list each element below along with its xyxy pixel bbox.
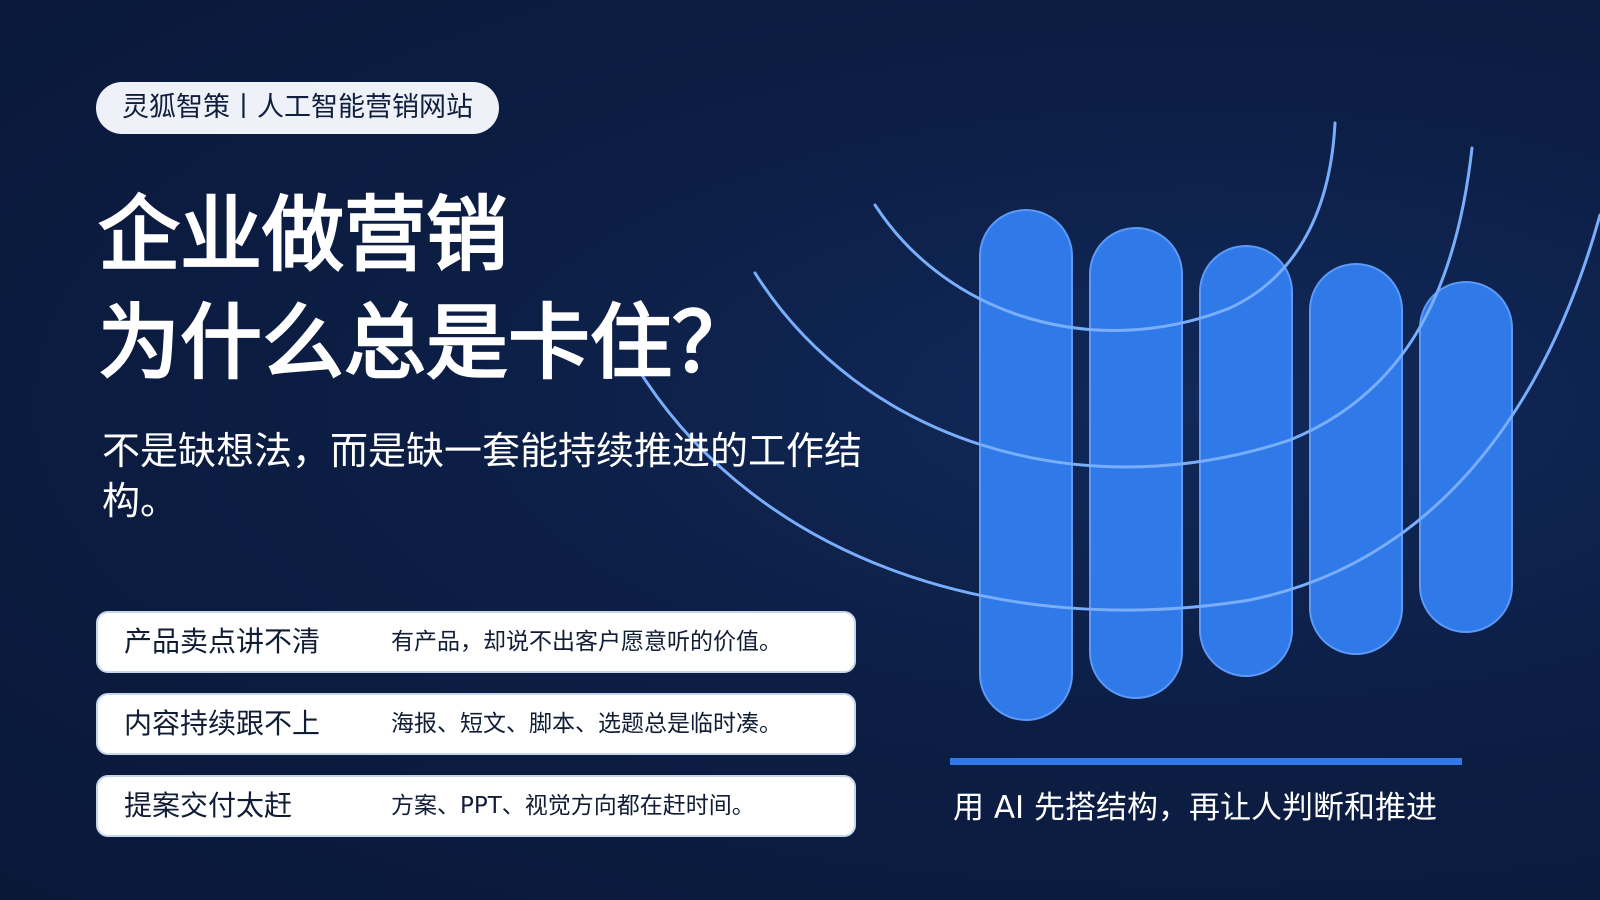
issue-card: 内容持续跟不上 海报、短文、脚本、选题总是临时凑。 (96, 693, 856, 755)
pill-bar-4 (1309, 263, 1403, 655)
issue-title: 提案交付太赶 (124, 789, 293, 822)
issue-card: 提案交付太赶 方案、PPT、视觉方向都在赶时间。 (96, 775, 856, 837)
issue-description: 有产品，却说不出客户愿意听的价值。 (391, 629, 782, 655)
arc-group (638, 121, 1600, 612)
brand-pill: 灵狐智策丨人工智能营销网站 (96, 82, 499, 134)
arc-outer (638, 213, 1600, 612)
issue-title: 内容持续跟不上 (124, 707, 321, 740)
pill-bar-2 (1089, 227, 1183, 699)
title-line-1: 企业做营销 (98, 188, 509, 283)
page-title: 企业做营销 为什么总是卡住？ (98, 182, 754, 398)
arc-middle (753, 146, 1474, 469)
arc-inner (873, 121, 1337, 332)
accent-divider (950, 758, 1462, 765)
pill-bar-5 (1419, 281, 1513, 633)
pill-bar-1 (979, 209, 1073, 721)
issue-title: 产品卖点讲不清 (124, 625, 321, 658)
issue-card: 产品卖点讲不清 有产品，却说不出客户愿意听的价值。 (96, 611, 856, 673)
title-line-2: 为什么总是卡住？ (98, 296, 755, 391)
pill-bar-group (979, 209, 1513, 721)
issue-description: 方案、PPT、视觉方向都在赶时间。 (391, 793, 755, 819)
issue-description: 海报、短文、脚本、选题总是临时凑。 (391, 711, 782, 737)
tagline: 用 AI 先搭结构，再让人判断和推进 (953, 790, 1438, 826)
pill-bar-3 (1199, 245, 1293, 677)
subtitle: 不是缺想法，而是缺一套能持续推进的工作结构。 (102, 429, 863, 523)
issue-card-list: 产品卖点讲不清 有产品，却说不出客户愿意听的价值。 内容持续跟不上 海报、短文、… (96, 611, 856, 857)
